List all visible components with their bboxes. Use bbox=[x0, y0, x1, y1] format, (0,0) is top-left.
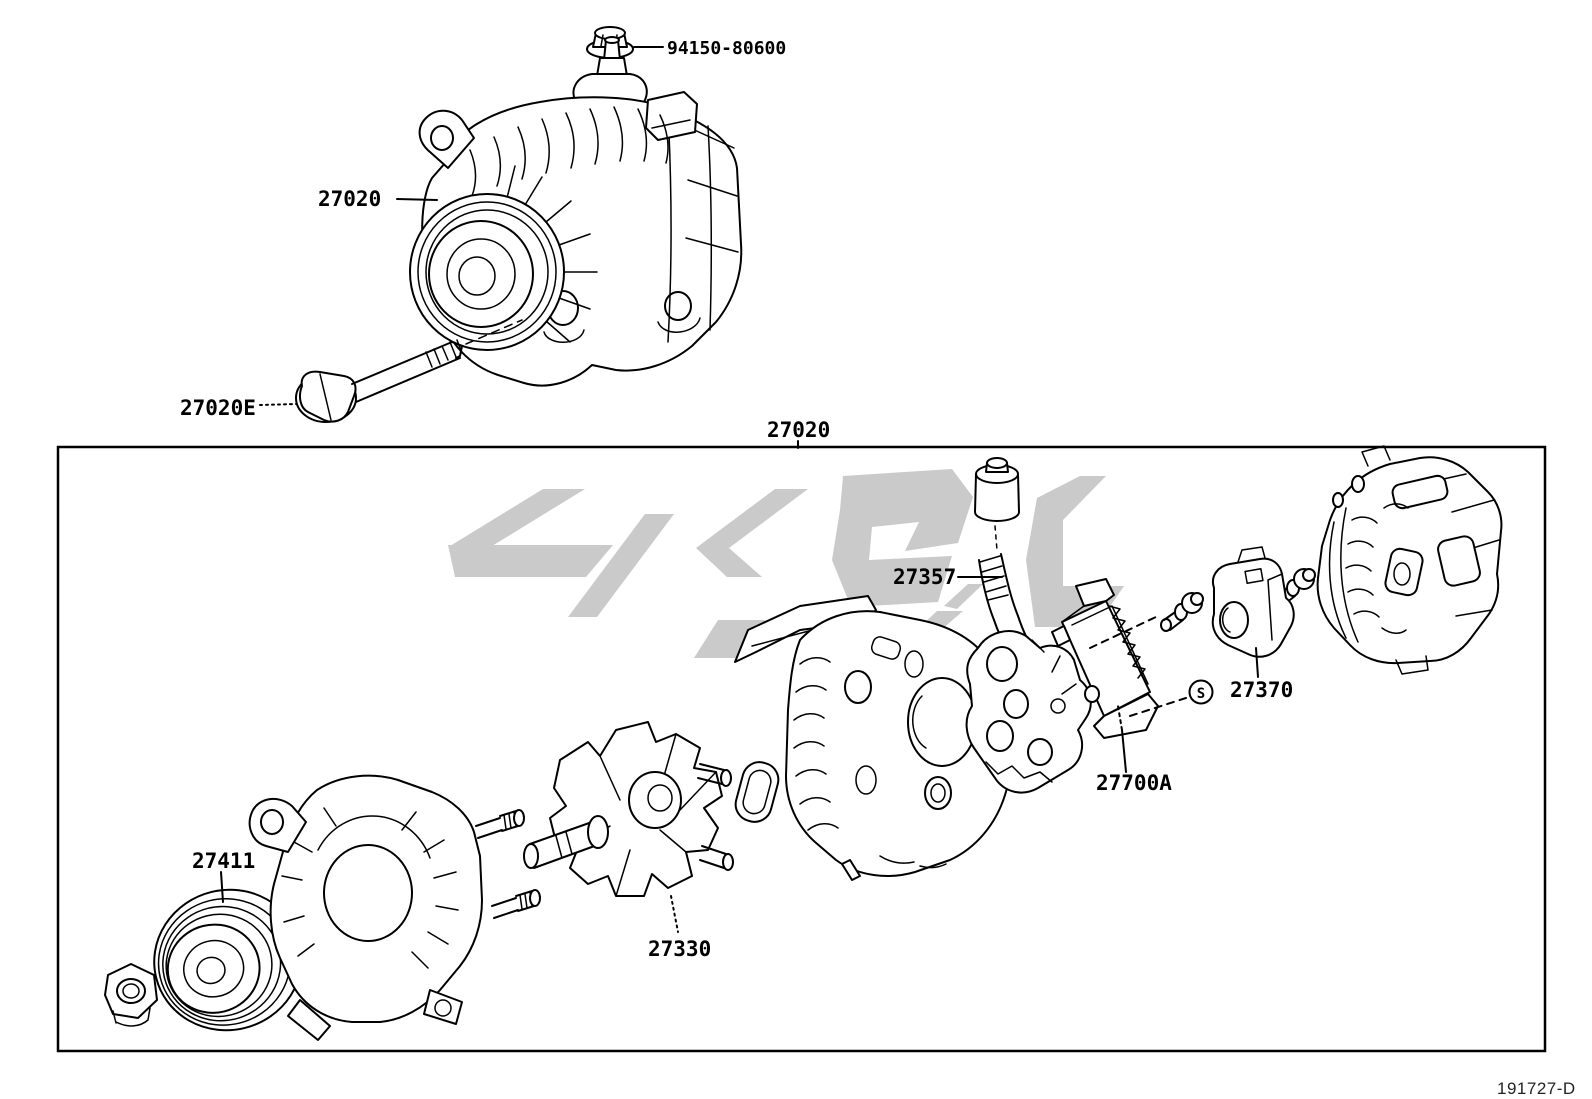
exploded-view-box bbox=[56, 445, 1547, 1053]
leader-line-mount-bolt bbox=[259, 403, 297, 406]
callout-mount-bolt[interactable]: 27020E bbox=[180, 396, 256, 420]
marker-s-letter: S bbox=[1197, 686, 1205, 702]
callout-pulley[interactable]: 27411 bbox=[192, 849, 255, 873]
regulator-screw-drawing bbox=[1160, 592, 1204, 632]
leader-line-rotor-dotted bbox=[670, 895, 679, 933]
assembly-line-screw bbox=[1089, 615, 1159, 649]
drawing-code: 191727-D bbox=[1497, 1079, 1576, 1098]
rear-cover-drawing bbox=[1316, 445, 1503, 675]
alternator-assembly-drawing bbox=[409, 36, 743, 387]
callout-regulator[interactable]: 27700A bbox=[1096, 771, 1172, 795]
leader-line-regulator bbox=[1121, 729, 1127, 773]
callout-exploded-box[interactable]: 27020 bbox=[767, 418, 830, 442]
callout-brush-holder[interactable]: 27370 bbox=[1230, 678, 1293, 702]
callout-assembly[interactable]: 27020 bbox=[318, 187, 381, 211]
rectifier-drawing bbox=[965, 630, 1092, 794]
pulley-drawing bbox=[153, 888, 303, 1032]
mounting-bolt-drawing bbox=[295, 319, 523, 423]
front-bracket-drawing bbox=[248, 774, 541, 1041]
leader-line-pulley bbox=[220, 871, 224, 903]
leader-line-regulator-dotted bbox=[1117, 705, 1123, 731]
pulley-nut-drawing bbox=[104, 963, 158, 1027]
standard-part-marker: S bbox=[1188, 679, 1214, 705]
rotor-drawing bbox=[523, 721, 734, 897]
rear-bracket-drawing bbox=[734, 595, 1035, 881]
assembly-line-marker bbox=[1129, 697, 1187, 717]
leader-line-brush-holder bbox=[1255, 647, 1259, 678]
callout-terminal-insulator[interactable]: 27357 bbox=[893, 565, 956, 589]
brush-holder-drawing bbox=[1211, 546, 1295, 658]
callout-rotor[interactable]: 27330 bbox=[648, 937, 711, 961]
leader-line-assembly bbox=[396, 198, 438, 201]
regulator-drawing bbox=[1051, 578, 1159, 739]
callout-flange-nut[interactable]: 94150-80600 bbox=[667, 38, 786, 59]
o-ring-drawing bbox=[734, 761, 780, 823]
